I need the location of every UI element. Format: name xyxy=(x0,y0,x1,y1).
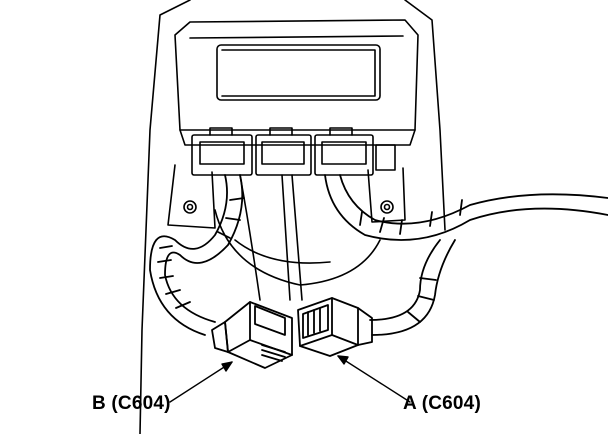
connector-b xyxy=(211,301,293,369)
harness-a xyxy=(324,174,608,336)
pigtail-wires xyxy=(239,174,303,301)
callout-connector-a: A (C604) xyxy=(403,393,481,414)
callout-connector-b: B (C604) xyxy=(92,393,171,414)
unit-connectors xyxy=(191,127,396,176)
harness-b xyxy=(149,174,245,336)
console-cavity xyxy=(139,0,446,434)
connector-a xyxy=(297,297,373,357)
control-unit xyxy=(167,19,419,229)
leader-lines xyxy=(169,355,411,403)
